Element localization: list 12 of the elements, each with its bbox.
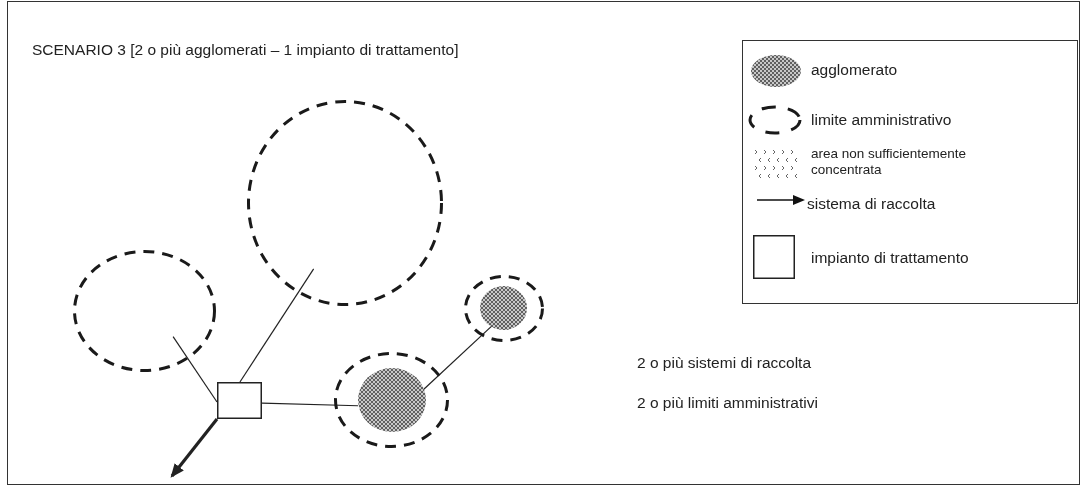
legend-text: sistema di raccolta (807, 195, 937, 213)
arrow (170, 418, 219, 478)
connector-line (261, 402, 359, 407)
connector-line (239, 268, 315, 383)
legend-text: impianto di trattamento (811, 249, 970, 267)
legend-text: limite amministrativo (811, 111, 953, 129)
legend-text: agglomerato (811, 61, 899, 79)
legend-text: area non sufficientemente concentrata (811, 146, 968, 178)
note-text: 2 o più limiti amministrativi (637, 394, 818, 412)
diagram-title: SCENARIO 3 [2 o più agglomerati – 1 impianto di trattamento] (32, 41, 459, 59)
note-text: 2 o più sistemi di raccolta (637, 354, 812, 372)
connector-line (172, 336, 218, 403)
